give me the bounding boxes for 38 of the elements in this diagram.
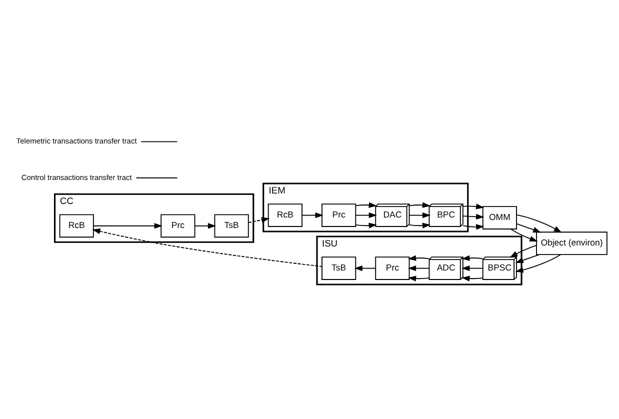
connector (136, 176, 178, 178)
arrow (408, 254, 430, 260)
node-box: Object (environ) (536, 231, 608, 255)
node-box: OMM (482, 206, 517, 229)
arrow (408, 202, 431, 208)
arrow (355, 222, 377, 228)
connector (140, 140, 178, 142)
node-box: TsB (214, 214, 249, 238)
arrow (302, 212, 324, 218)
arrow (515, 254, 540, 263)
arrow (408, 264, 430, 271)
arrow (93, 222, 162, 228)
node-box: RcB (59, 214, 94, 238)
arrow (462, 254, 484, 260)
arrow (515, 254, 562, 272)
arrow (462, 275, 484, 281)
arrow (408, 222, 431, 228)
arrow (510, 244, 537, 258)
node-box: Prc (375, 256, 410, 280)
arrow (355, 202, 377, 208)
arrow (408, 212, 431, 218)
node-box: TsB (322, 256, 356, 280)
arrow (462, 213, 484, 220)
arrow (408, 275, 430, 281)
arrow (462, 224, 484, 230)
arrow (92, 228, 322, 266)
node-box: RcB (268, 203, 302, 226)
arrow (355, 212, 377, 218)
arrow (516, 214, 562, 232)
arrow (248, 216, 270, 223)
arrow (354, 264, 376, 271)
arrow (194, 222, 216, 228)
node-box: Prc (160, 214, 196, 238)
arrow (510, 228, 538, 242)
node-box: Prc (322, 203, 356, 226)
arrow (462, 203, 484, 209)
arrow (462, 264, 484, 271)
arrow (516, 222, 542, 232)
